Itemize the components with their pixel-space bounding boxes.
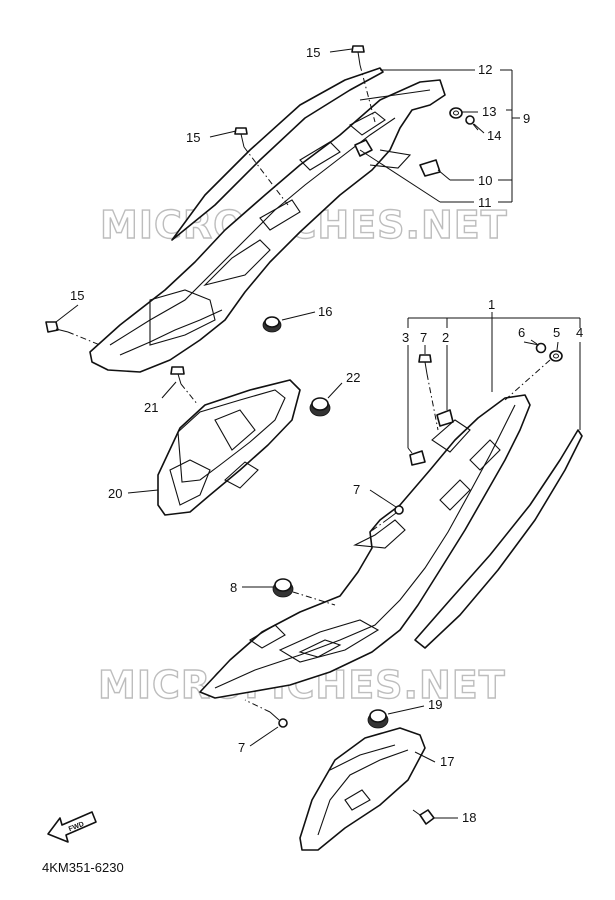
callout-7-top: 7 [420, 330, 427, 345]
callout-17: 17 [440, 754, 454, 769]
part-8-grommet [272, 578, 294, 598]
part-7-screw-top [418, 354, 432, 375]
part-10-damper [419, 159, 441, 177]
part-14-screw [465, 115, 479, 131]
part-16-grommet [262, 316, 282, 333]
callout-18: 18 [462, 810, 476, 825]
callout-20: 20 [108, 486, 122, 501]
part-5-collar [549, 350, 563, 362]
callout-15-middle: 15 [186, 130, 200, 145]
part-22-grommet [309, 397, 331, 417]
callout-3: 3 [402, 330, 409, 345]
callout-6: 6 [518, 325, 525, 340]
part-13-collar [449, 107, 463, 119]
part-6-screw [530, 339, 547, 354]
callout-8: 8 [230, 580, 237, 595]
callout-13: 13 [482, 104, 496, 119]
callout-22: 22 [346, 370, 360, 385]
lower-side-cover [199, 394, 583, 699]
callout-12: 12 [478, 62, 492, 77]
callout-15-top: 15 [306, 45, 320, 60]
callout-4: 4 [576, 325, 583, 340]
callout-1: 1 [488, 297, 495, 312]
callout-16: 16 [318, 304, 332, 319]
callout-2: 2 [442, 330, 449, 345]
callout-labels: 15 12 13 9 14 15 10 11 15 16 1 3 7 2 6 5… [70, 45, 583, 825]
part-7-screw-middle [387, 505, 404, 520]
callout-9: 9 [523, 111, 530, 126]
part-18-bolt [412, 809, 435, 825]
part-7-screw-bottom [269, 711, 288, 728]
fwd-arrow-icon: FWD [47, 811, 97, 843]
part-21-bolt [170, 366, 185, 385]
part-2-damper [436, 409, 454, 427]
callout-14: 14 [487, 128, 501, 143]
part-19-grommet [367, 709, 389, 729]
bolt-15-top [351, 45, 365, 66]
callout-5: 5 [553, 325, 560, 340]
part-3-damper [409, 450, 426, 466]
part-20-bracket [157, 379, 301, 516]
callout-7-bottom: 7 [238, 740, 245, 755]
part-17-cover [299, 727, 426, 851]
callout-19: 19 [428, 697, 442, 712]
bolt-15-left [45, 321, 69, 333]
diagram-code: 4KM351-6230 [42, 860, 124, 875]
callout-15-left: 15 [70, 288, 84, 303]
leader-lines [55, 48, 581, 819]
callout-7-middle: 7 [353, 482, 360, 497]
callout-10: 10 [478, 173, 492, 188]
callout-21: 21 [144, 400, 158, 415]
bolt-15-middle [234, 127, 248, 148]
callout-11: 11 [478, 195, 492, 210]
